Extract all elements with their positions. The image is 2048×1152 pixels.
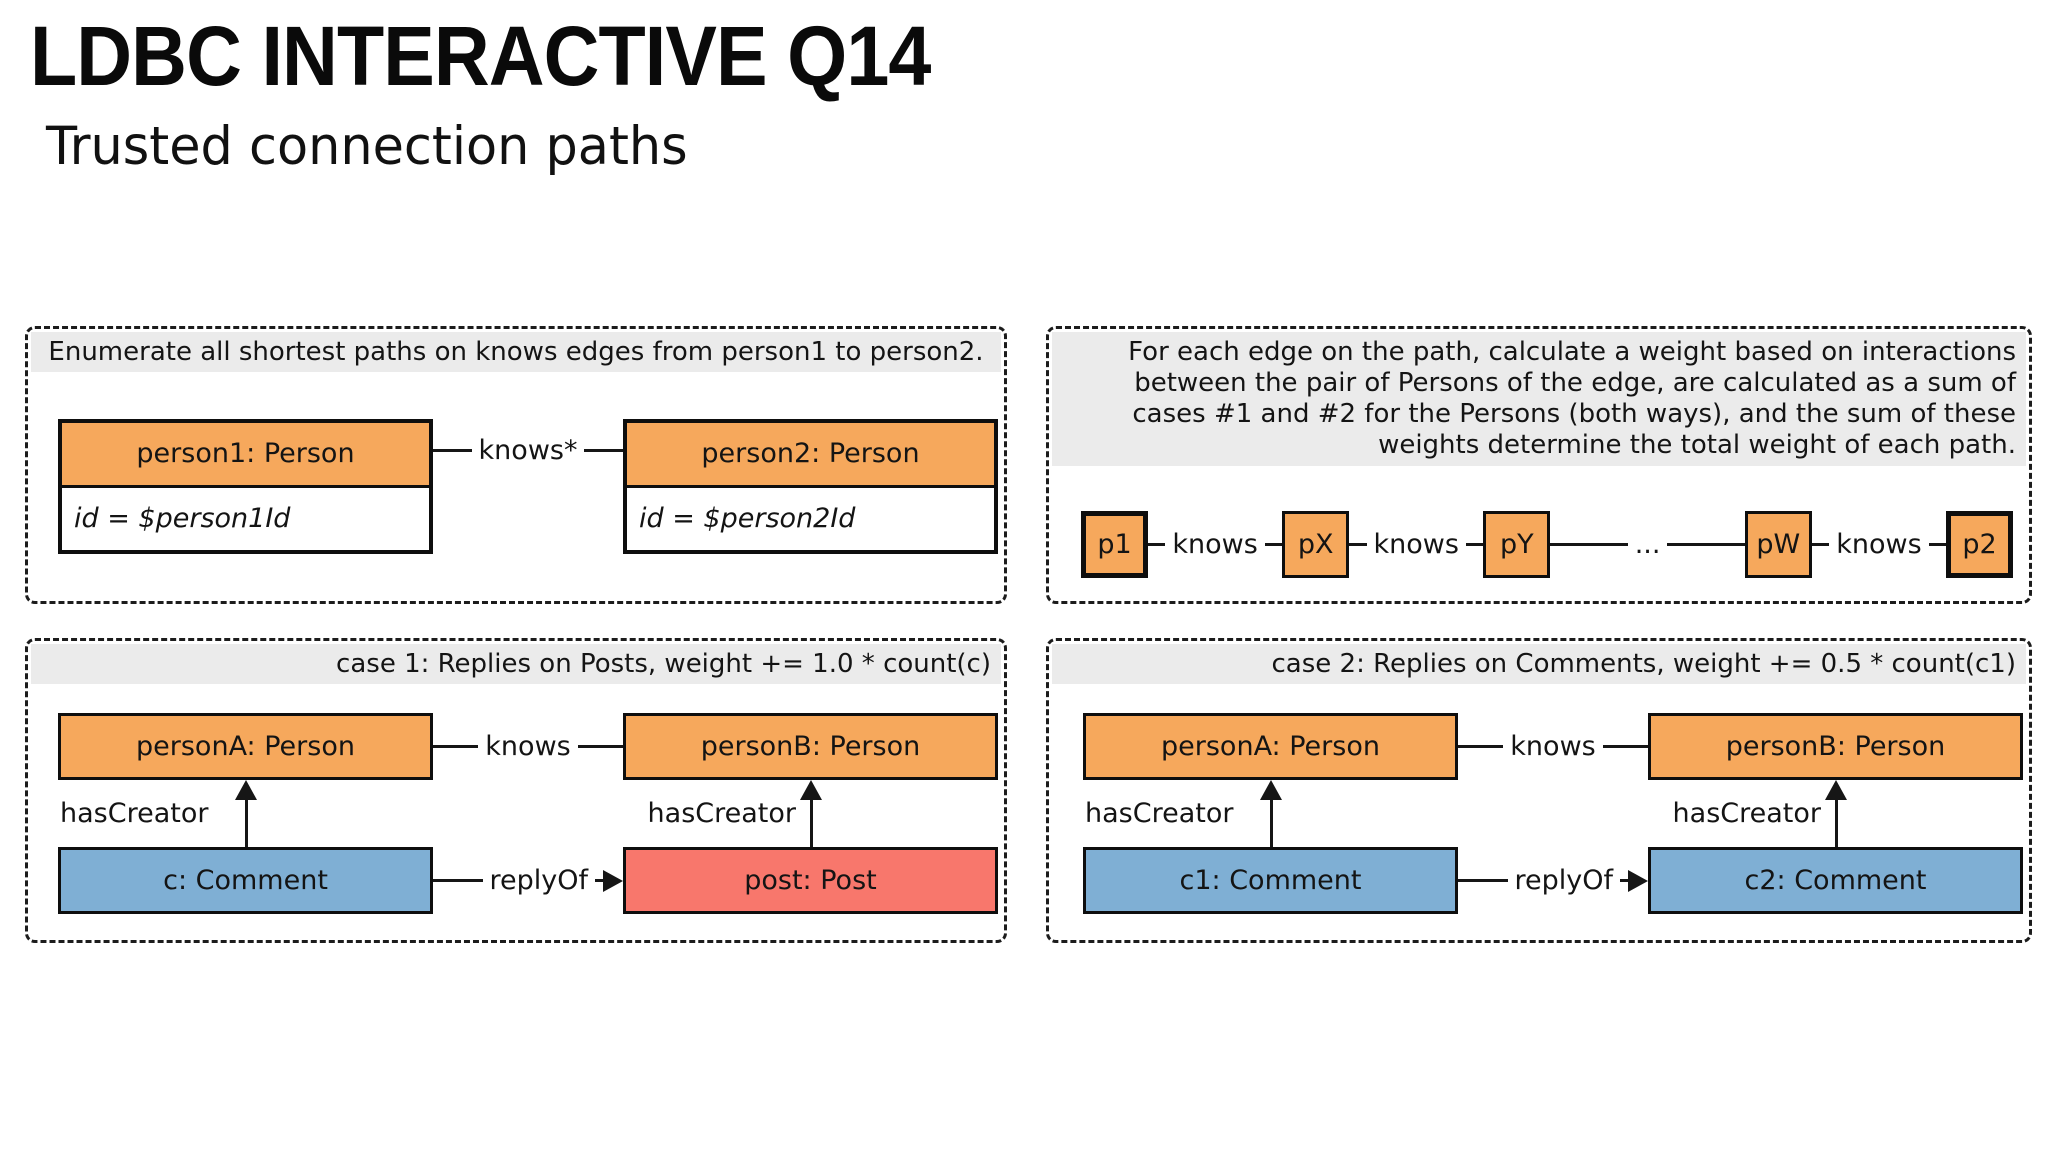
chain-node-p2: p2 [1946, 511, 2013, 578]
node-post: post: Post [623, 847, 998, 914]
edge-knows-label: knows [485, 731, 571, 762]
edge-hascreator-right-arrow [1824, 780, 1848, 847]
edge-knows: knows [433, 713, 624, 780]
chain-edge-knows: knows [1811, 511, 1947, 578]
chain-edge-label: knows [1836, 529, 1922, 560]
chain-edge-ellipsis: ... [1550, 511, 1745, 578]
edge-knows: knows [1458, 713, 1649, 780]
node-person1: person1: Person id = $person1Id [58, 419, 433, 554]
node-personB: personB: Person [1648, 713, 2023, 780]
edge-line [584, 448, 624, 452]
panel-edge-weights-header: For each edge on the path, calculate a w… [1052, 332, 2026, 466]
chain-edge-knows: knows [1349, 511, 1484, 578]
node-person2-attr: id = $person2Id [627, 488, 994, 550]
edge-knows-label: knows [1510, 731, 1596, 762]
node-personA: personA: Person [1083, 713, 1458, 780]
node-personA: personA: Person [58, 713, 433, 780]
arrow-up-icon [235, 780, 257, 800]
chain-edge-knows: knows [1148, 511, 1283, 578]
edge-hascreator-left-label: hasCreator [1085, 798, 1234, 829]
chain-node-pW: pW [1744, 511, 1812, 578]
chain-edge-label: knows [1172, 529, 1258, 560]
edge-replyof: replyOf [433, 847, 623, 914]
chain-node-pX: pX [1282, 511, 1350, 578]
edge-knows-star: knows* [433, 419, 624, 481]
edge-hascreator-right-arrow [799, 780, 823, 847]
edge-hascreator-left-arrow [1259, 780, 1283, 847]
arrow-up-icon [1260, 780, 1282, 800]
panel-shortest-paths: Enumerate all shortest paths on knows ed… [25, 326, 1007, 604]
chain-ellipsis-label: ... [1634, 529, 1661, 560]
arrow-right-icon [603, 869, 623, 892]
panel-case2: case 2: Replies on Comments, weight += 0… [1046, 638, 2032, 943]
node-person1-attr: id = $person1Id [62, 488, 429, 550]
panel-case2-header: case 2: Replies on Comments, weight += 0… [1052, 644, 2026, 684]
node-person2: person2: Person id = $person2Id [623, 419, 998, 554]
panel-edge-weights: For each edge on the path, calculate a w… [1046, 326, 2032, 604]
arrow-up-icon [1825, 780, 1847, 800]
panel-case1: case 1: Replies on Posts, weight += 1.0 … [25, 638, 1007, 943]
page-title: LDBC INTERACTIVE Q14 [30, 9, 931, 103]
arrow-up-icon [800, 780, 822, 800]
edge-line [433, 448, 472, 452]
edge-replyof: replyOf [1458, 847, 1648, 914]
knows-chain: p1 knows pX knows pY ... pW knows [1081, 511, 2013, 578]
edge-hascreator-right-label: hasCreator [1672, 798, 1821, 829]
panel-case1-header: case 1: Replies on Posts, weight += 1.0 … [31, 644, 1001, 684]
edge-hascreator-left-label: hasCreator [60, 798, 209, 829]
edge-hascreator-right-label: hasCreator [647, 798, 796, 829]
edge-replyof-label: replyOf [489, 865, 589, 896]
chain-node-p1: p1 [1081, 511, 1148, 578]
node-comment-c1: c1: Comment [1083, 847, 1458, 914]
node-comment-c: c: Comment [58, 847, 433, 914]
page-subtitle: Trusted connection paths [46, 116, 688, 177]
node-comment-c2: c2: Comment [1648, 847, 2023, 914]
edge-replyof-label: replyOf [1514, 865, 1614, 896]
node-personB: personB: Person [623, 713, 998, 780]
panel-shortest-paths-header: Enumerate all shortest paths on knows ed… [31, 332, 1001, 372]
edge-hascreator-left-arrow [234, 780, 258, 847]
node-person2-title: person2: Person [627, 423, 994, 488]
chain-edge-label: knows [1373, 529, 1459, 560]
arrow-right-icon [1628, 869, 1648, 892]
node-person1-title: person1: Person [62, 423, 429, 488]
edge-knows-star-label: knows* [478, 434, 578, 466]
chain-node-pY: pY [1483, 511, 1551, 578]
